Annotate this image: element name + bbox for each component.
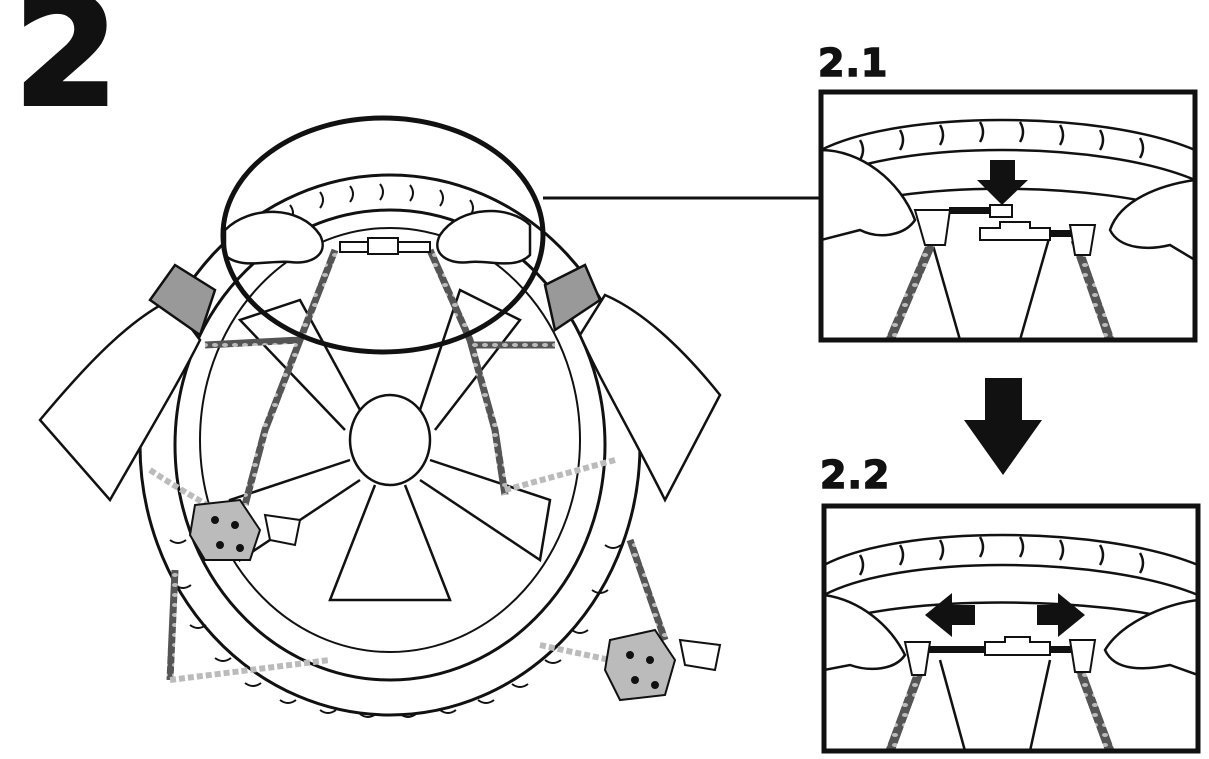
panel-2-1-frame (818, 89, 1198, 343)
panel-2-1 (818, 89, 1198, 343)
panel-2-2 (821, 503, 1201, 754)
chain-light (148, 457, 616, 683)
panel-2-2-chains (885, 668, 1115, 751)
wheel-rim (228, 288, 552, 602)
tyre (138, 173, 642, 717)
panel-2-2-frame (821, 503, 1201, 754)
tyre-tread (169, 183, 622, 718)
panel-2-2-arrow-left-icon (925, 593, 975, 637)
panel-2-1-arrow-down-icon (977, 160, 1028, 205)
chain-tensioner-left (188, 498, 302, 561)
step-arrow-down-icon (964, 378, 1042, 475)
main-wheel-illustration (38, 115, 821, 718)
panel-2-2-arrow-right-icon (1037, 593, 1085, 637)
chain-dark (166, 248, 669, 681)
panel-2-1-hands (821, 148, 1195, 262)
panel-2-2-connector (903, 636, 1097, 676)
panel-2-1-connector (913, 204, 1097, 256)
chain-connector (339, 237, 431, 255)
panel-label-2-1: 2.1 (817, 41, 889, 85)
right-arm (436, 209, 722, 503)
panel-2-1-chains (885, 233, 1115, 340)
highlight-ellipse (220, 115, 546, 355)
chain-tensioner-right (603, 628, 722, 702)
panel-label-2-2: 2.2 (819, 453, 891, 497)
left-arm (38, 210, 324, 503)
step-number: 2 (12, 0, 120, 140)
panel-2-2-hands (824, 593, 1198, 677)
